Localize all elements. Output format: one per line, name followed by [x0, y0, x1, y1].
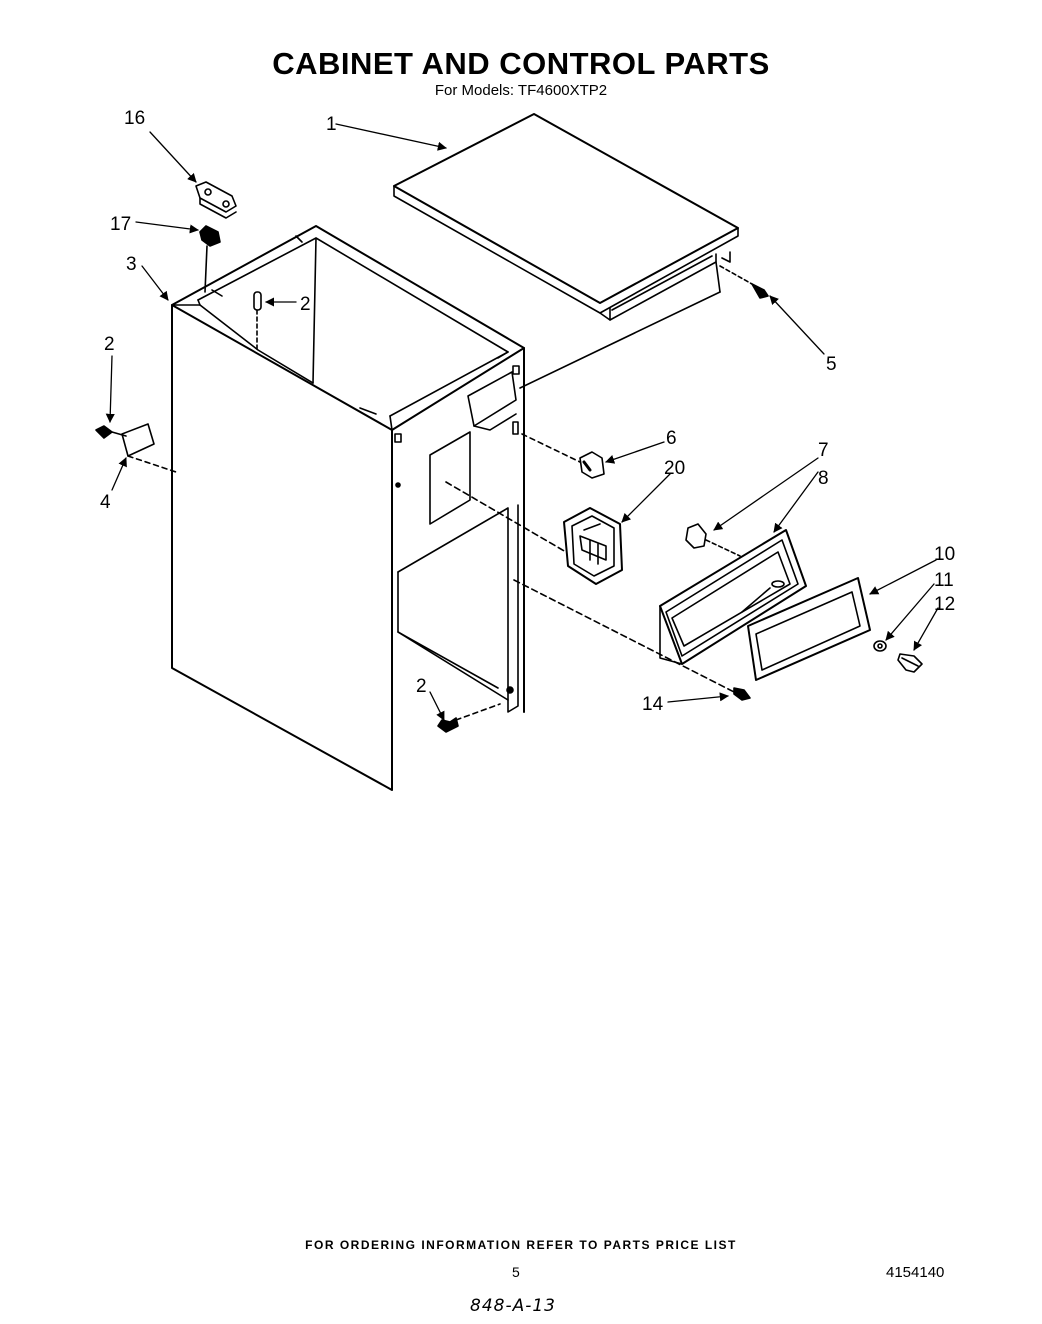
callout-3: 3	[126, 254, 137, 275]
console-panel-part	[659, 529, 807, 665]
screw-14-part	[513, 579, 751, 701]
screw-bottom-part	[437, 703, 501, 733]
document-number: 4154140	[886, 1264, 945, 1281]
page-number: 5	[512, 1264, 520, 1280]
callout-11: 11	[934, 570, 954, 591]
model-subtitle: For Models: TF4600XTP2	[434, 82, 608, 99]
callout-2-top: 2	[300, 294, 311, 315]
callout-2-bottom: 2	[416, 676, 427, 697]
plate-part	[121, 423, 177, 473]
callout-5: 5	[826, 354, 837, 375]
left-screw-part	[95, 425, 127, 439]
ordering-note: FOR ORDERING INFORMATION REFER TO PARTS …	[305, 1238, 737, 1252]
callout-8: 8	[818, 468, 829, 489]
cabinet-part	[171, 225, 525, 791]
callout-10: 10	[934, 544, 955, 565]
callout-20: 20	[664, 458, 685, 479]
callout-7: 7	[818, 440, 829, 461]
handwritten-code: 848-A-13	[470, 1296, 556, 1316]
callout-17: 17	[110, 214, 131, 235]
ring-11-part	[873, 640, 887, 652]
callout-16: 16	[124, 108, 145, 129]
leader-lines	[105, 123, 939, 721]
callout-12: 12	[934, 594, 955, 615]
clip-part	[199, 225, 221, 293]
panel-10-part	[747, 577, 871, 681]
switch-part	[521, 433, 605, 479]
bracket-part	[195, 181, 237, 219]
screw-top-part	[253, 291, 262, 351]
callout-4: 4	[100, 492, 111, 513]
control-housing-part	[445, 481, 623, 585]
screw-5-part	[719, 265, 769, 299]
callout-2-left: 2	[104, 334, 115, 355]
callout-6: 6	[666, 428, 677, 449]
page-title: CABINET AND CONTROL PARTS	[272, 46, 770, 81]
callout-1: 1	[326, 114, 337, 135]
knob-7-part	[685, 523, 741, 557]
knob-12-part	[897, 653, 923, 673]
callout-14: 14	[642, 694, 664, 715]
top-panel-part	[393, 113, 739, 389]
